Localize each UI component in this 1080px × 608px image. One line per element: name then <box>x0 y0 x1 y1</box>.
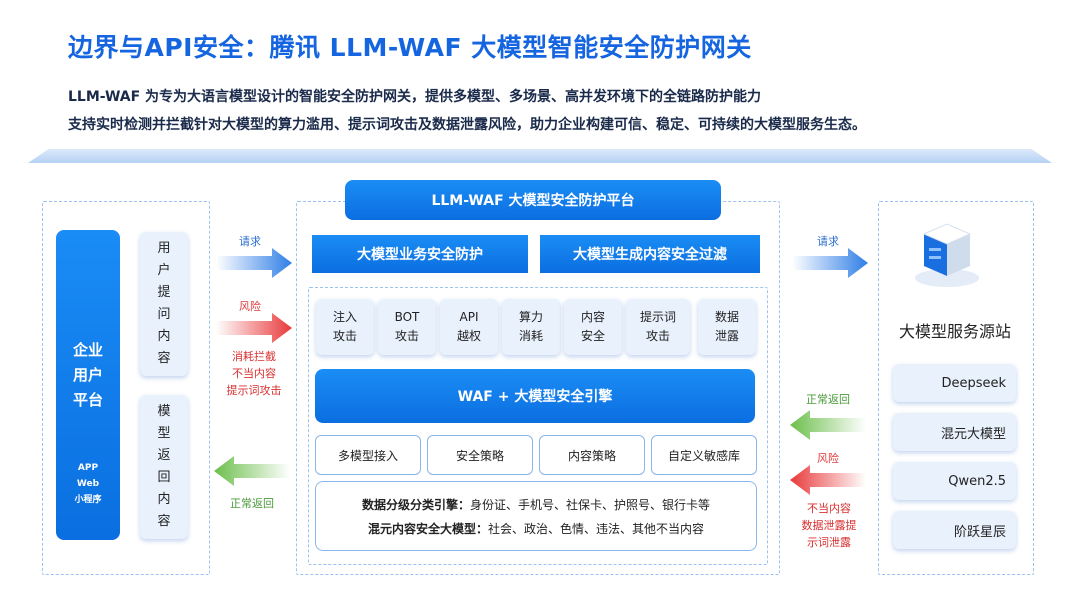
right-normal-return-label: 正常返回 <box>806 393 850 406</box>
right-risk-note: 不当内容 数据泄露提 示词泄露 <box>801 502 857 549</box>
model-source-title: 大模型服务源站 <box>898 322 1011 341</box>
model-reply-card: 模型返回内容 <box>140 395 188 539</box>
right-risk-label: 风险 <box>817 452 839 465</box>
model-qwen: Qwen2.5 <box>893 462 1016 500</box>
data-engines-box: 数据分级分类引擎：身份证、手机号、社保卡、护照号、银行卡等 混元内容安全大模型：… <box>315 481 757 551</box>
threat-compute-abuse: 算力消耗 <box>502 299 560 355</box>
left-request-arrow <box>216 248 292 278</box>
data-classification-line: 数据分级分类引擎：身份证、手机号、社保卡、护照号、银行卡等 <box>361 498 711 512</box>
section-content-filter: 大模型生成内容安全过滤 <box>540 235 760 273</box>
left-risk-label: 风险 <box>239 300 261 313</box>
right-panel-frame <box>878 201 1034 575</box>
policy-multi-model: 多模型接入 <box>315 435 421 475</box>
policy-security: 安全策略 <box>427 435 533 475</box>
subtitle-line-1: LLM-WAF 为专为大语言模型设计的智能安全防护网关，提供多模型、多场景、高并… <box>68 89 762 105</box>
model-deepseek: Deepseek <box>893 364 1016 402</box>
left-normal-return-arrow <box>214 456 290 486</box>
right-normal-return-arrow <box>790 410 866 440</box>
enterprise-user-platform: 企业 用户 平台 APP Web 小程序 <box>56 230 120 540</box>
channel-list: APP Web 小程序 <box>74 463 102 505</box>
right-request-arrow <box>792 248 868 278</box>
model-stepfun: 阶跃星辰 <box>893 511 1016 549</box>
policy-custom-sensitive: 自定义敏感库 <box>651 435 757 475</box>
left-request-label: 请求 <box>239 235 261 248</box>
user-prompt-label: 用户提问内容 <box>157 241 171 366</box>
header-divider-band <box>28 149 1052 163</box>
left-normal-return-label: 正常返回 <box>230 497 274 510</box>
enterprise-label: 企业 用户 平台 <box>72 341 103 409</box>
page-title: 边界与API安全：腾讯 LLM-WAF 大模型智能安全防护网关 <box>68 33 752 62</box>
engine-frame <box>308 287 768 565</box>
subtitle-line-2: 支持实时检测并拦截针对大模型的算力滥用、提示词攻击及数据泄露风险，助力企业构建可… <box>68 117 866 133</box>
content-model-line: 混元内容安全大模型：社会、政治、色情、违法、其他不当内容 <box>367 522 705 536</box>
platform-title: LLM-WAF 大模型安全防护平台 <box>345 180 721 220</box>
right-risk-arrow <box>790 465 866 495</box>
threat-content-safety: 内容安全 <box>564 299 622 355</box>
model-reply-label: 模型返回内容 <box>157 404 171 529</box>
policy-content: 内容策略 <box>539 435 645 475</box>
threat-injection: 注入攻击 <box>316 299 374 355</box>
right-request-label: 请求 <box>817 235 839 248</box>
threat-data-leak: 数据泄露 <box>698 299 756 355</box>
model-hunyuan: 混元大模型 <box>893 413 1016 451</box>
waf-engine: WAF + 大模型安全引擎 <box>315 369 755 423</box>
left-risk-note: 消耗拦截 不当内容 提示词攻击 <box>226 350 282 397</box>
left-panel-frame <box>42 201 210 575</box>
left-risk-arrow <box>216 313 292 343</box>
threat-prompt-attack: 提示词攻击 <box>626 299 690 355</box>
user-prompt-card: 用户提问内容 <box>140 232 188 376</box>
section-business-security: 大模型业务安全防护 <box>312 235 528 273</box>
server-icon <box>915 223 979 287</box>
